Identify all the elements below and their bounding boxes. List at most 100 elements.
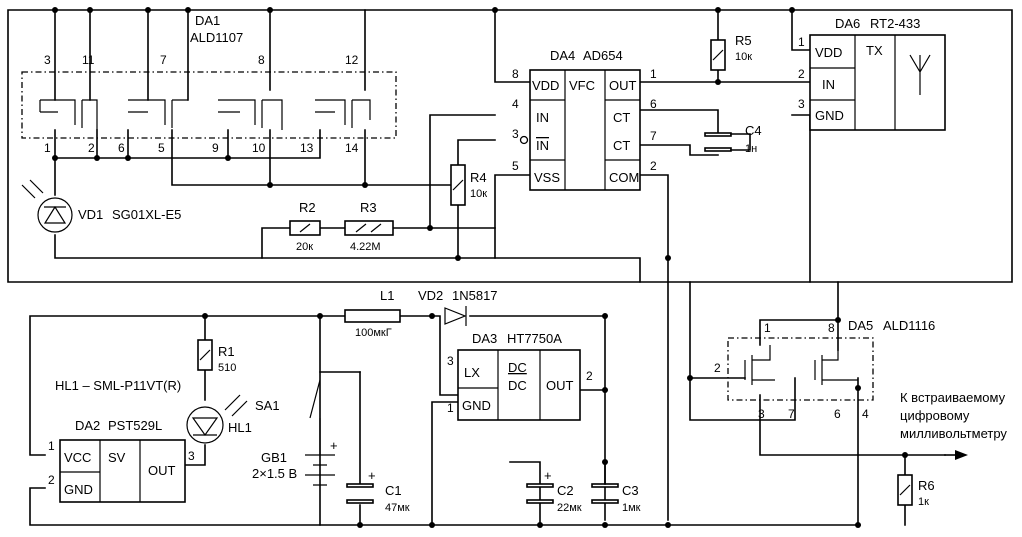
da5-pin-4: 4: [862, 407, 869, 421]
r2-r3-wires: [261, 114, 496, 259]
da1-outline: [21, 71, 397, 139]
c2-value: 22мк: [557, 502, 582, 514]
da3-dc-2: DC: [508, 378, 527, 393]
da5-pin-3: 3: [758, 407, 765, 421]
da6-pin-1: 1: [798, 35, 805, 49]
c3-value: 1мк: [622, 502, 641, 514]
r4-value: 10к: [470, 188, 487, 200]
da1-pin-8: 8: [258, 53, 265, 67]
l1-value: 100мкГ: [355, 327, 392, 339]
vd1-part: SG01XL-E5: [112, 207, 181, 222]
da3-chip: [457, 349, 581, 421]
da6-vdd: VDD: [815, 45, 842, 60]
r1-mark: [199, 349, 211, 361]
r5-mark: [712, 49, 724, 61]
c1-value: 47мк: [385, 502, 410, 514]
da1-transistor-3: [218, 99, 283, 130]
c1-ref: C1: [385, 483, 402, 498]
r2-ref: R2: [299, 200, 316, 215]
r1-ref: R1: [218, 344, 235, 359]
da2-pin-3: 3: [188, 449, 195, 463]
vd1-body: [37, 197, 73, 233]
da5-pin-7: 7: [788, 407, 795, 421]
da2-sv: SV: [108, 450, 126, 465]
da2-vcc: VCC: [64, 450, 91, 465]
annotation-line-1: К встраиваемому: [900, 390, 1006, 405]
top-power-rail: [7, 9, 1013, 283]
da4-pin-6: 6: [650, 97, 657, 111]
da2-part: PST529L: [108, 418, 162, 433]
c1-plus: +: [368, 468, 376, 483]
da5-pin-2: 2: [714, 361, 721, 375]
da1-pin-7: 7: [160, 53, 167, 67]
r5-ref: R5: [735, 33, 752, 48]
r4-mark: [452, 179, 464, 191]
c4-value: 1н: [745, 143, 757, 155]
da4-vdd: VDD: [532, 78, 559, 93]
l1-ref: L1: [380, 288, 394, 303]
da4-ct-2: CT: [613, 138, 630, 153]
c4-plate-b: [704, 147, 732, 152]
r6-mark: [899, 484, 911, 496]
r3-body: [344, 220, 394, 236]
da4-dividers: [530, 70, 640, 190]
da4-pin-8: 8: [512, 67, 519, 81]
junction-dots: [52, 7, 908, 528]
da1-pin-13: 13: [300, 141, 314, 155]
c4-wire: [730, 133, 751, 151]
hl1-label: HL1 – SML-P11VT(R): [55, 378, 181, 393]
c1-plate-b: [346, 499, 374, 504]
da5-part: ALD1116: [883, 318, 935, 333]
r6-ref: R6: [918, 478, 935, 493]
hl1-body: [186, 406, 224, 444]
c4-ref: C4: [745, 123, 762, 138]
da1-pin-14: 14: [345, 141, 359, 155]
c2-plate-b: [526, 499, 554, 504]
r4-wires: [457, 139, 496, 259]
da6-pin-3: 3: [798, 97, 805, 111]
da5-pin-1: 1: [764, 321, 771, 335]
da1-transistor-4: [315, 99, 371, 128]
da2-dividers: [60, 440, 141, 502]
da6-tx: TX: [866, 43, 883, 58]
da5-pin-8: 8: [828, 321, 835, 335]
da5-pin-6: 6: [834, 407, 841, 421]
da6-in: IN: [822, 77, 835, 92]
da4-pin-4: 4: [512, 97, 519, 111]
vd2-diode: [444, 306, 467, 326]
gb1-plus: +: [330, 438, 338, 453]
da2-chip: [59, 439, 186, 503]
da4-pin-2: 2: [650, 159, 657, 173]
da3-lx: LX: [464, 365, 480, 380]
da2-pin-1: 1: [48, 439, 55, 453]
da4-pin-7: 7: [650, 129, 657, 143]
da4-part: AD654: [583, 48, 623, 63]
da2-out: OUT: [148, 463, 176, 478]
c2-plate-a: [526, 483, 554, 488]
da4-ct-1: CT: [613, 110, 630, 125]
vd2-part: 1N5817: [452, 288, 498, 303]
da2-ref: DA2: [75, 418, 100, 433]
r3-ref: R3: [360, 200, 377, 215]
da4-pin-3: 3: [512, 127, 519, 141]
da6-dividers: [810, 35, 896, 130]
da4-in: IN: [536, 110, 549, 125]
l1-body: [344, 309, 401, 323]
da1-transistor-1: [39, 99, 98, 130]
da3-gnd: GND: [462, 398, 491, 413]
da4-in-bar: IN: [536, 138, 549, 153]
da5-outline: [727, 337, 874, 401]
da1-pin-10: 10: [252, 141, 266, 155]
r4-ref: R4: [470, 170, 487, 185]
da4-ref: DA4: [550, 48, 575, 63]
vd1-ref: VD1: [78, 207, 103, 222]
da3-part: HT7750A: [507, 331, 562, 346]
da1-ref: DA1: [195, 13, 220, 28]
bottom-power-wires: [29, 315, 606, 526]
da6-wires: [791, 9, 811, 283]
da3-pin-2: 2: [586, 369, 593, 383]
c2-ref: C2: [557, 483, 574, 498]
gb1-value: 2×1.5 В: [252, 466, 297, 481]
da6-chip: [809, 34, 946, 131]
